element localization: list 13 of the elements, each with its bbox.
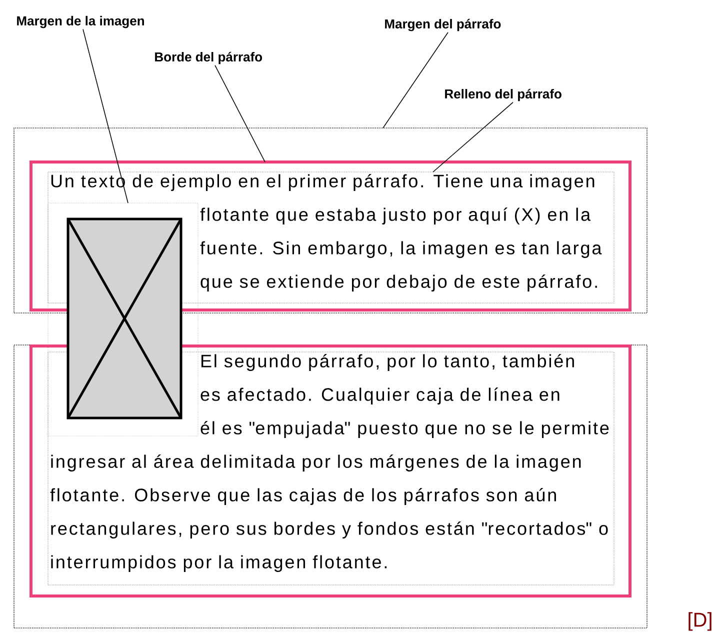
callout-label: Relleno del párrafo: [445, 88, 562, 102]
leader-line: [382, 32, 448, 128]
callout-label: Margen de la imagen: [17, 16, 144, 28]
leader-line: [214, 64, 266, 162]
image-margin-box: [48, 202, 198, 436]
callout-label: Margen del párrafo: [385, 18, 501, 32]
reference-mark: [D]: [688, 612, 712, 631]
paragraph-text: El segundo párrafo, por lo tanto, también es afectado. Cualquier caja de línea en él es "empujada" puesto que no se le permite ingresar al área delimitada por los márgenes de la imagen flotante. Observe que las cajas de los párrafos son aún rectangulares, pero sus bordes y fondos están "recortados" o interrumpidos por la imagen flotante.: [50, 354, 609, 572]
border-box: [30, 160, 632, 312]
image-placeholder: [66, 218, 182, 420]
callout-label: Borde del párrafo: [155, 52, 262, 64]
margin-box: [14, 128, 648, 314]
leader-line: [82, 28, 128, 204]
